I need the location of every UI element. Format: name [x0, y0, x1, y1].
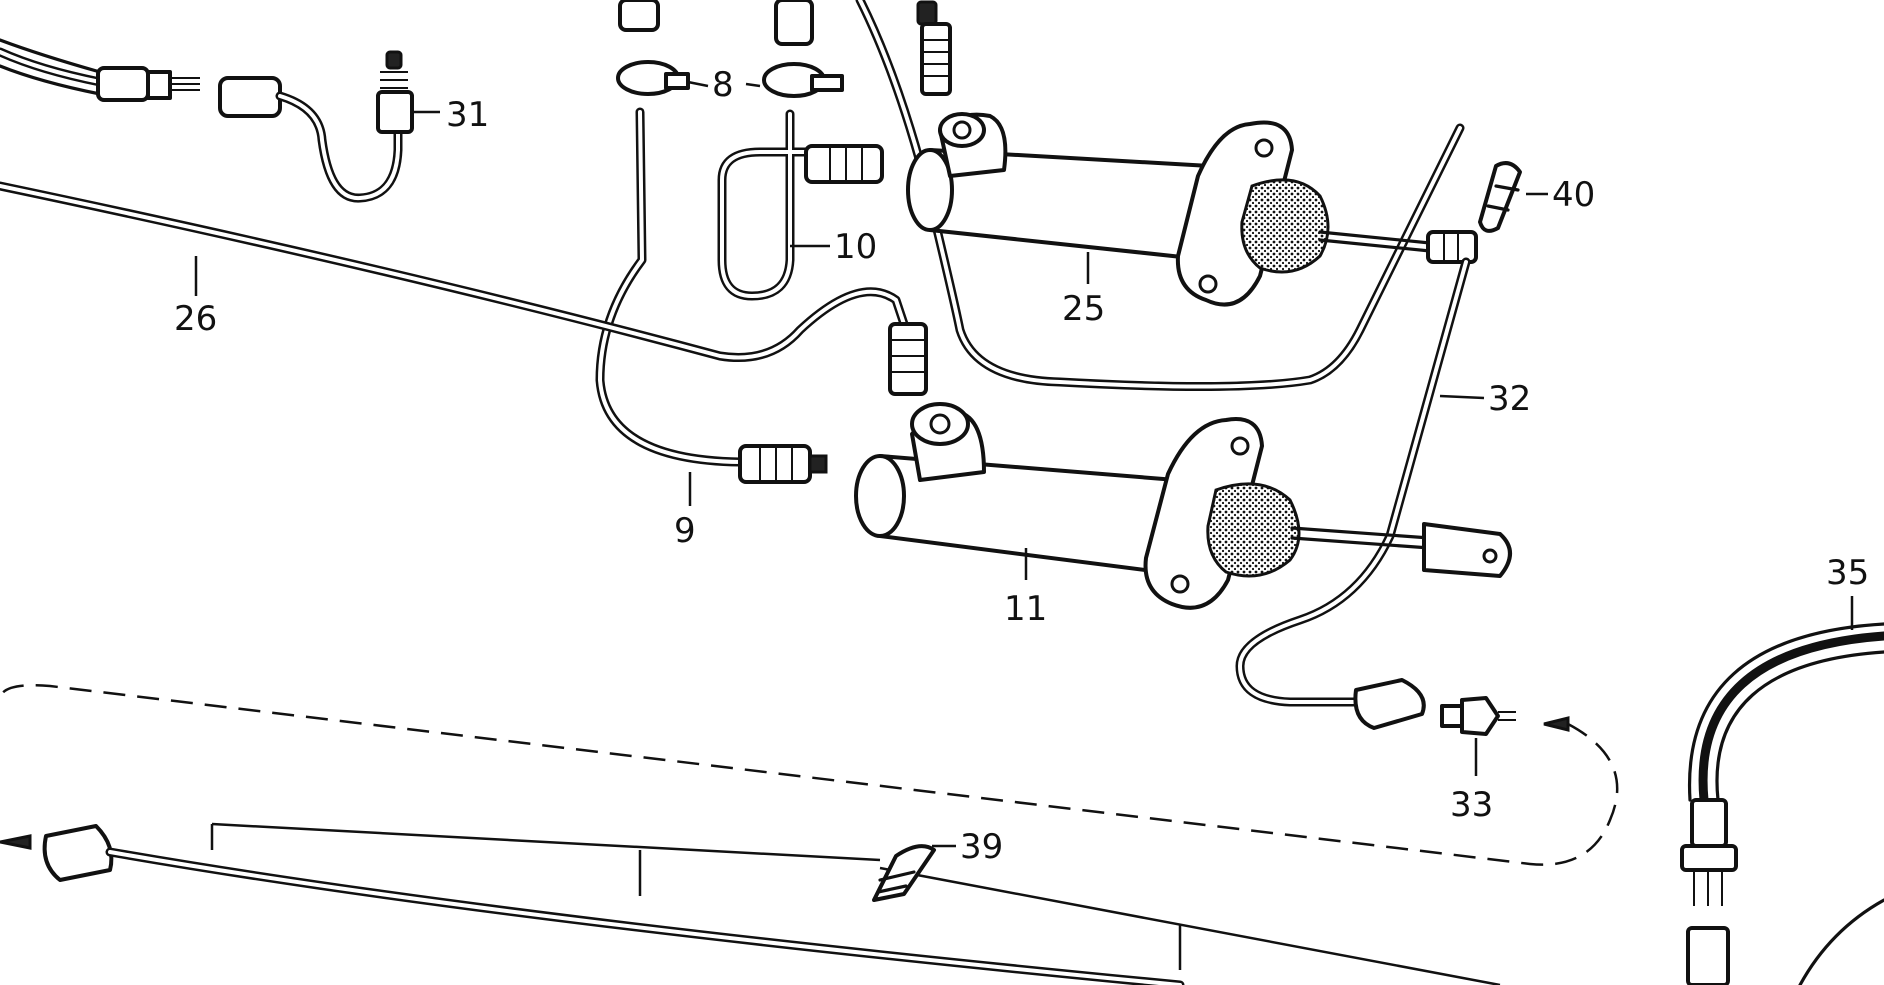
- part-32-pipe: [1235, 257, 1485, 707]
- callout-8: 8: [712, 65, 734, 105]
- callout-40: 40: [1552, 175, 1595, 215]
- part-9-pipe: [595, 107, 828, 506]
- callout-31: 31: [446, 95, 489, 135]
- part-25-master-cylinder: [855, 0, 1478, 392]
- callout-25: 25: [1062, 289, 1105, 329]
- callout-10: 10: [834, 227, 877, 267]
- part-26-pipe: [0, 181, 928, 396]
- callout-11: 11: [1004, 589, 1047, 629]
- callout-26: 26: [174, 299, 217, 339]
- part-8-hose-clamps: [616, 0, 844, 98]
- part-35-hose: [1680, 596, 1884, 985]
- part-10-pipe: [717, 109, 884, 301]
- callout-32: 32: [1488, 379, 1531, 419]
- callout-39: 39: [960, 827, 1003, 867]
- callout-35: 35: [1826, 553, 1869, 593]
- callout-33: 33: [1450, 785, 1493, 825]
- part-11-master-cylinder: [854, 402, 1512, 610]
- part-33-union: [1353, 678, 1570, 776]
- upper-bleed-fitting: [916, 0, 952, 96]
- callout-9: 9: [674, 511, 696, 551]
- part-39-pipe-and-clip: [0, 822, 1501, 985]
- part-40-clip: [1478, 161, 1548, 233]
- routing-dashed-line: [0, 684, 1619, 866]
- part-31-hose-assembly: [0, 38, 440, 203]
